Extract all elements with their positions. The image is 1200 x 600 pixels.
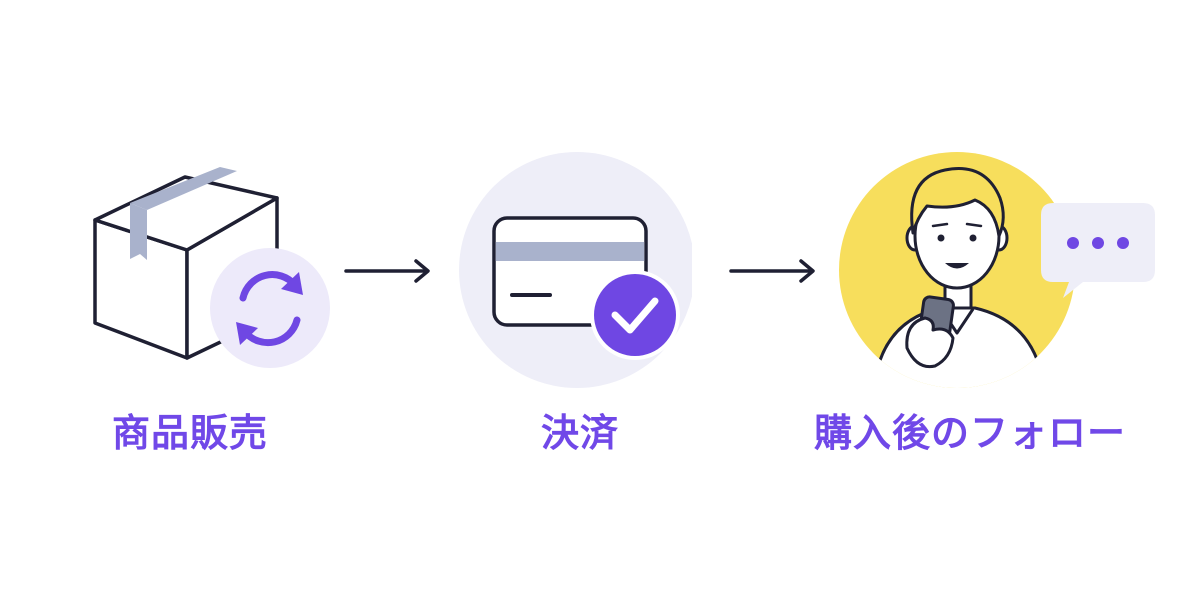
arrow-right-icon <box>729 259 815 283</box>
person-with-phone-chat-icon <box>839 152 1155 388</box>
step-label-follow: 購入後のフォロー <box>813 411 1126 455</box>
arrow-right-icon <box>344 259 430 283</box>
credit-card-check-icon <box>459 152 692 388</box>
box-with-refresh-icon <box>93 167 330 368</box>
step-label-payment: 決済 <box>540 411 619 455</box>
step-label-sales: 商品販売 <box>111 411 268 455</box>
